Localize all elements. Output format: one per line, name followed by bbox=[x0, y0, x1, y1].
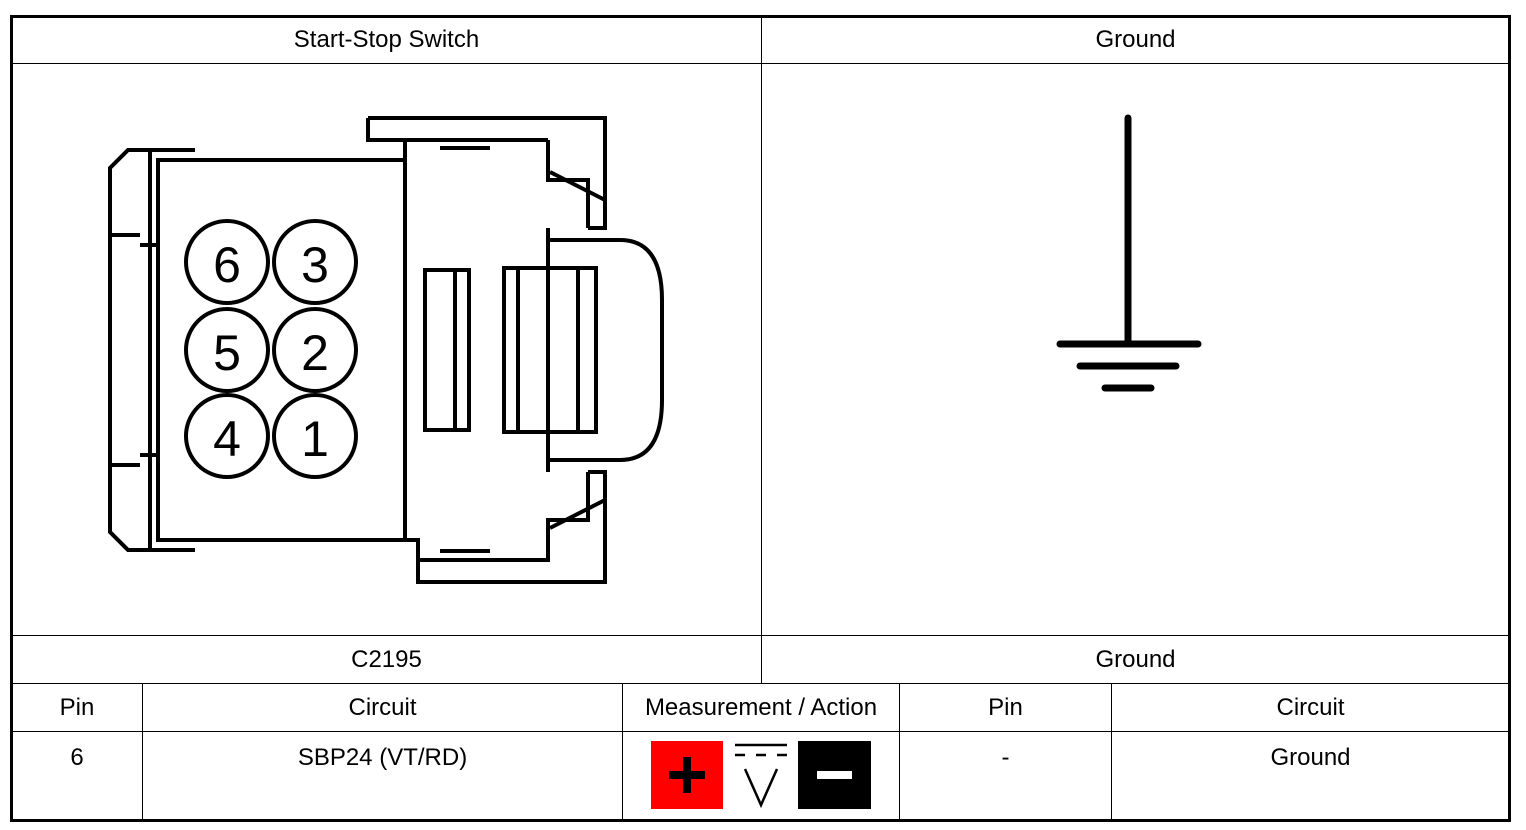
pin-label: 5 bbox=[213, 325, 241, 381]
row-circuit-a: SBP24 (VT/RD) bbox=[297, 744, 468, 771]
row-circuit-b: Ground bbox=[1270, 744, 1351, 771]
row-pin-a: 6 bbox=[70, 744, 84, 771]
divider bbox=[12, 731, 1509, 732]
right-title: Ground bbox=[1095, 26, 1176, 53]
ground-symbol-icon bbox=[1056, 114, 1202, 392]
pin-label: 2 bbox=[301, 325, 329, 381]
header-circuit: Circuit bbox=[348, 693, 417, 721]
header-circuit: Circuit bbox=[1276, 693, 1345, 721]
dc-voltage-measurement-icon bbox=[651, 741, 871, 809]
connector-c2195-drawing: 6 3 5 2 4 1 bbox=[108, 116, 664, 584]
header-pin: Pin bbox=[59, 693, 95, 721]
right-connector-label: Ground bbox=[1095, 645, 1176, 673]
left-title: Start-Stop Switch bbox=[293, 26, 480, 53]
divider bbox=[761, 17, 762, 684]
pin-label: 1 bbox=[301, 411, 329, 467]
divider bbox=[12, 63, 1509, 64]
divider bbox=[899, 684, 900, 820]
pin-label: 4 bbox=[213, 411, 241, 467]
header-pin: Pin bbox=[988, 693, 1023, 721]
divider bbox=[622, 684, 623, 820]
divider bbox=[12, 683, 1509, 684]
header-measurement-action: Measurement / Action bbox=[644, 693, 878, 721]
pin-label: 3 bbox=[301, 237, 329, 293]
divider bbox=[1111, 684, 1112, 820]
pinout-table-frame bbox=[10, 15, 1511, 822]
row-pin-b: - bbox=[1001, 744, 1010, 771]
divider bbox=[142, 684, 143, 820]
left-connector-label: C2195 bbox=[351, 645, 422, 673]
dc-voltage-icon bbox=[735, 743, 787, 809]
divider bbox=[12, 635, 1509, 636]
pin-label: 6 bbox=[213, 237, 241, 293]
